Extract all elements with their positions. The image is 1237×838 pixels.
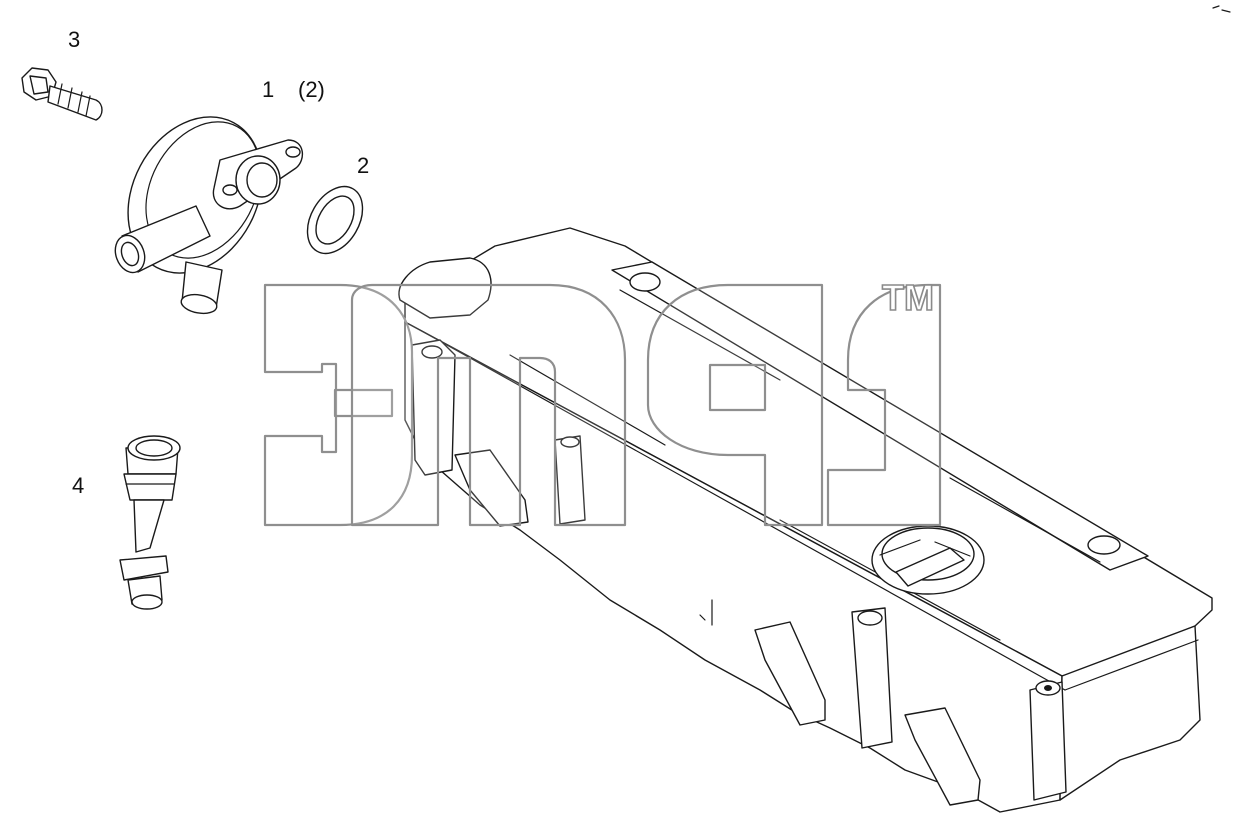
bolt-icon [21, 67, 103, 121]
callout-4: 4 [72, 473, 84, 498]
corner-mark [1212, 5, 1231, 13]
callout-2: 2 [357, 153, 369, 178]
valve-cover-icon [398, 227, 1213, 813]
watermark-trademark: TM [882, 277, 934, 318]
watermark-logo: TM [263, 276, 942, 527]
valve-icon [114, 116, 304, 315]
callout-1: 1 [262, 77, 274, 102]
fitting-icon [119, 435, 181, 610]
ring-icon [306, 185, 364, 255]
callout-1-quantity: (2) [298, 77, 325, 102]
callout-3: 3 [68, 27, 80, 52]
